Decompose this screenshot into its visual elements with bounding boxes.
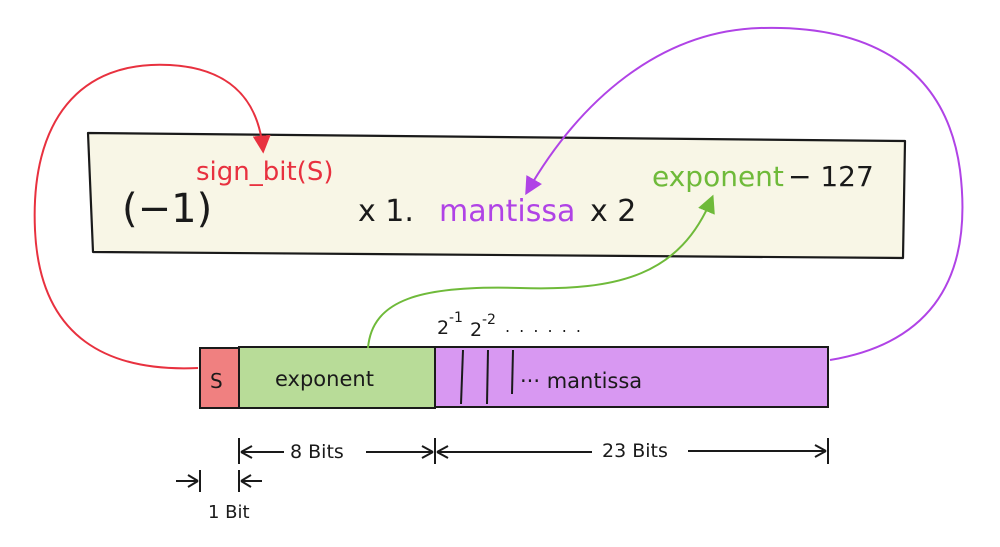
exponent-bits-label: exponent — [275, 367, 374, 391]
mantissa-dim-arrowhead-right — [814, 444, 827, 458]
power-2-minus-2-base: 2 — [470, 319, 482, 341]
mantissa-dim-arrowhead-left — [436, 445, 449, 459]
times-two: x 2 — [590, 194, 636, 229]
mantissa-bit-divider — [511, 349, 514, 395]
formula-box — [86, 131, 907, 260]
sign-bit-label: S — [210, 369, 223, 393]
mantissa-width-label: 23 Bits — [602, 440, 668, 462]
mantissa-bits-label: ··· mantissa — [520, 369, 642, 393]
power-2-minus-1-base: 2 — [437, 317, 449, 339]
power-2-minus-1-exp: -1 — [449, 310, 463, 326]
exponent-dim-arrowhead-right — [421, 445, 434, 459]
exponent-dim-arrowhead-left — [240, 445, 253, 459]
bias-term: − 127 — [788, 160, 874, 193]
formula-mantissa: mantissa — [439, 194, 575, 229]
exponent-superscript: exponent — [652, 160, 784, 193]
power-2-minus-2-exp: -2 — [482, 312, 496, 328]
mantissa-bit-divider — [460, 349, 464, 405]
sign-width-label: 1 Bit — [208, 502, 250, 523]
exponent-arrow — [367, 194, 715, 349]
sign-bit-superscript: sign_bit(S) — [196, 157, 333, 187]
sign-dim-arrowhead-right — [240, 474, 252, 488]
mantissa-bit-divider — [486, 349, 489, 405]
mantissa-arrow — [525, 26, 964, 361]
sign-dim-arrowhead-left — [187, 474, 199, 488]
formula-base: (−1) — [122, 186, 212, 232]
mantissa-bits-cell — [434, 346, 829, 408]
times-one: x 1. — [358, 194, 414, 229]
sign-arrow — [33, 63, 271, 370]
power-continuation-dots: . . . . . . — [505, 317, 583, 336]
exponent-bits-cell — [238, 346, 436, 409]
exponent-width-label: 8 Bits — [290, 441, 344, 463]
